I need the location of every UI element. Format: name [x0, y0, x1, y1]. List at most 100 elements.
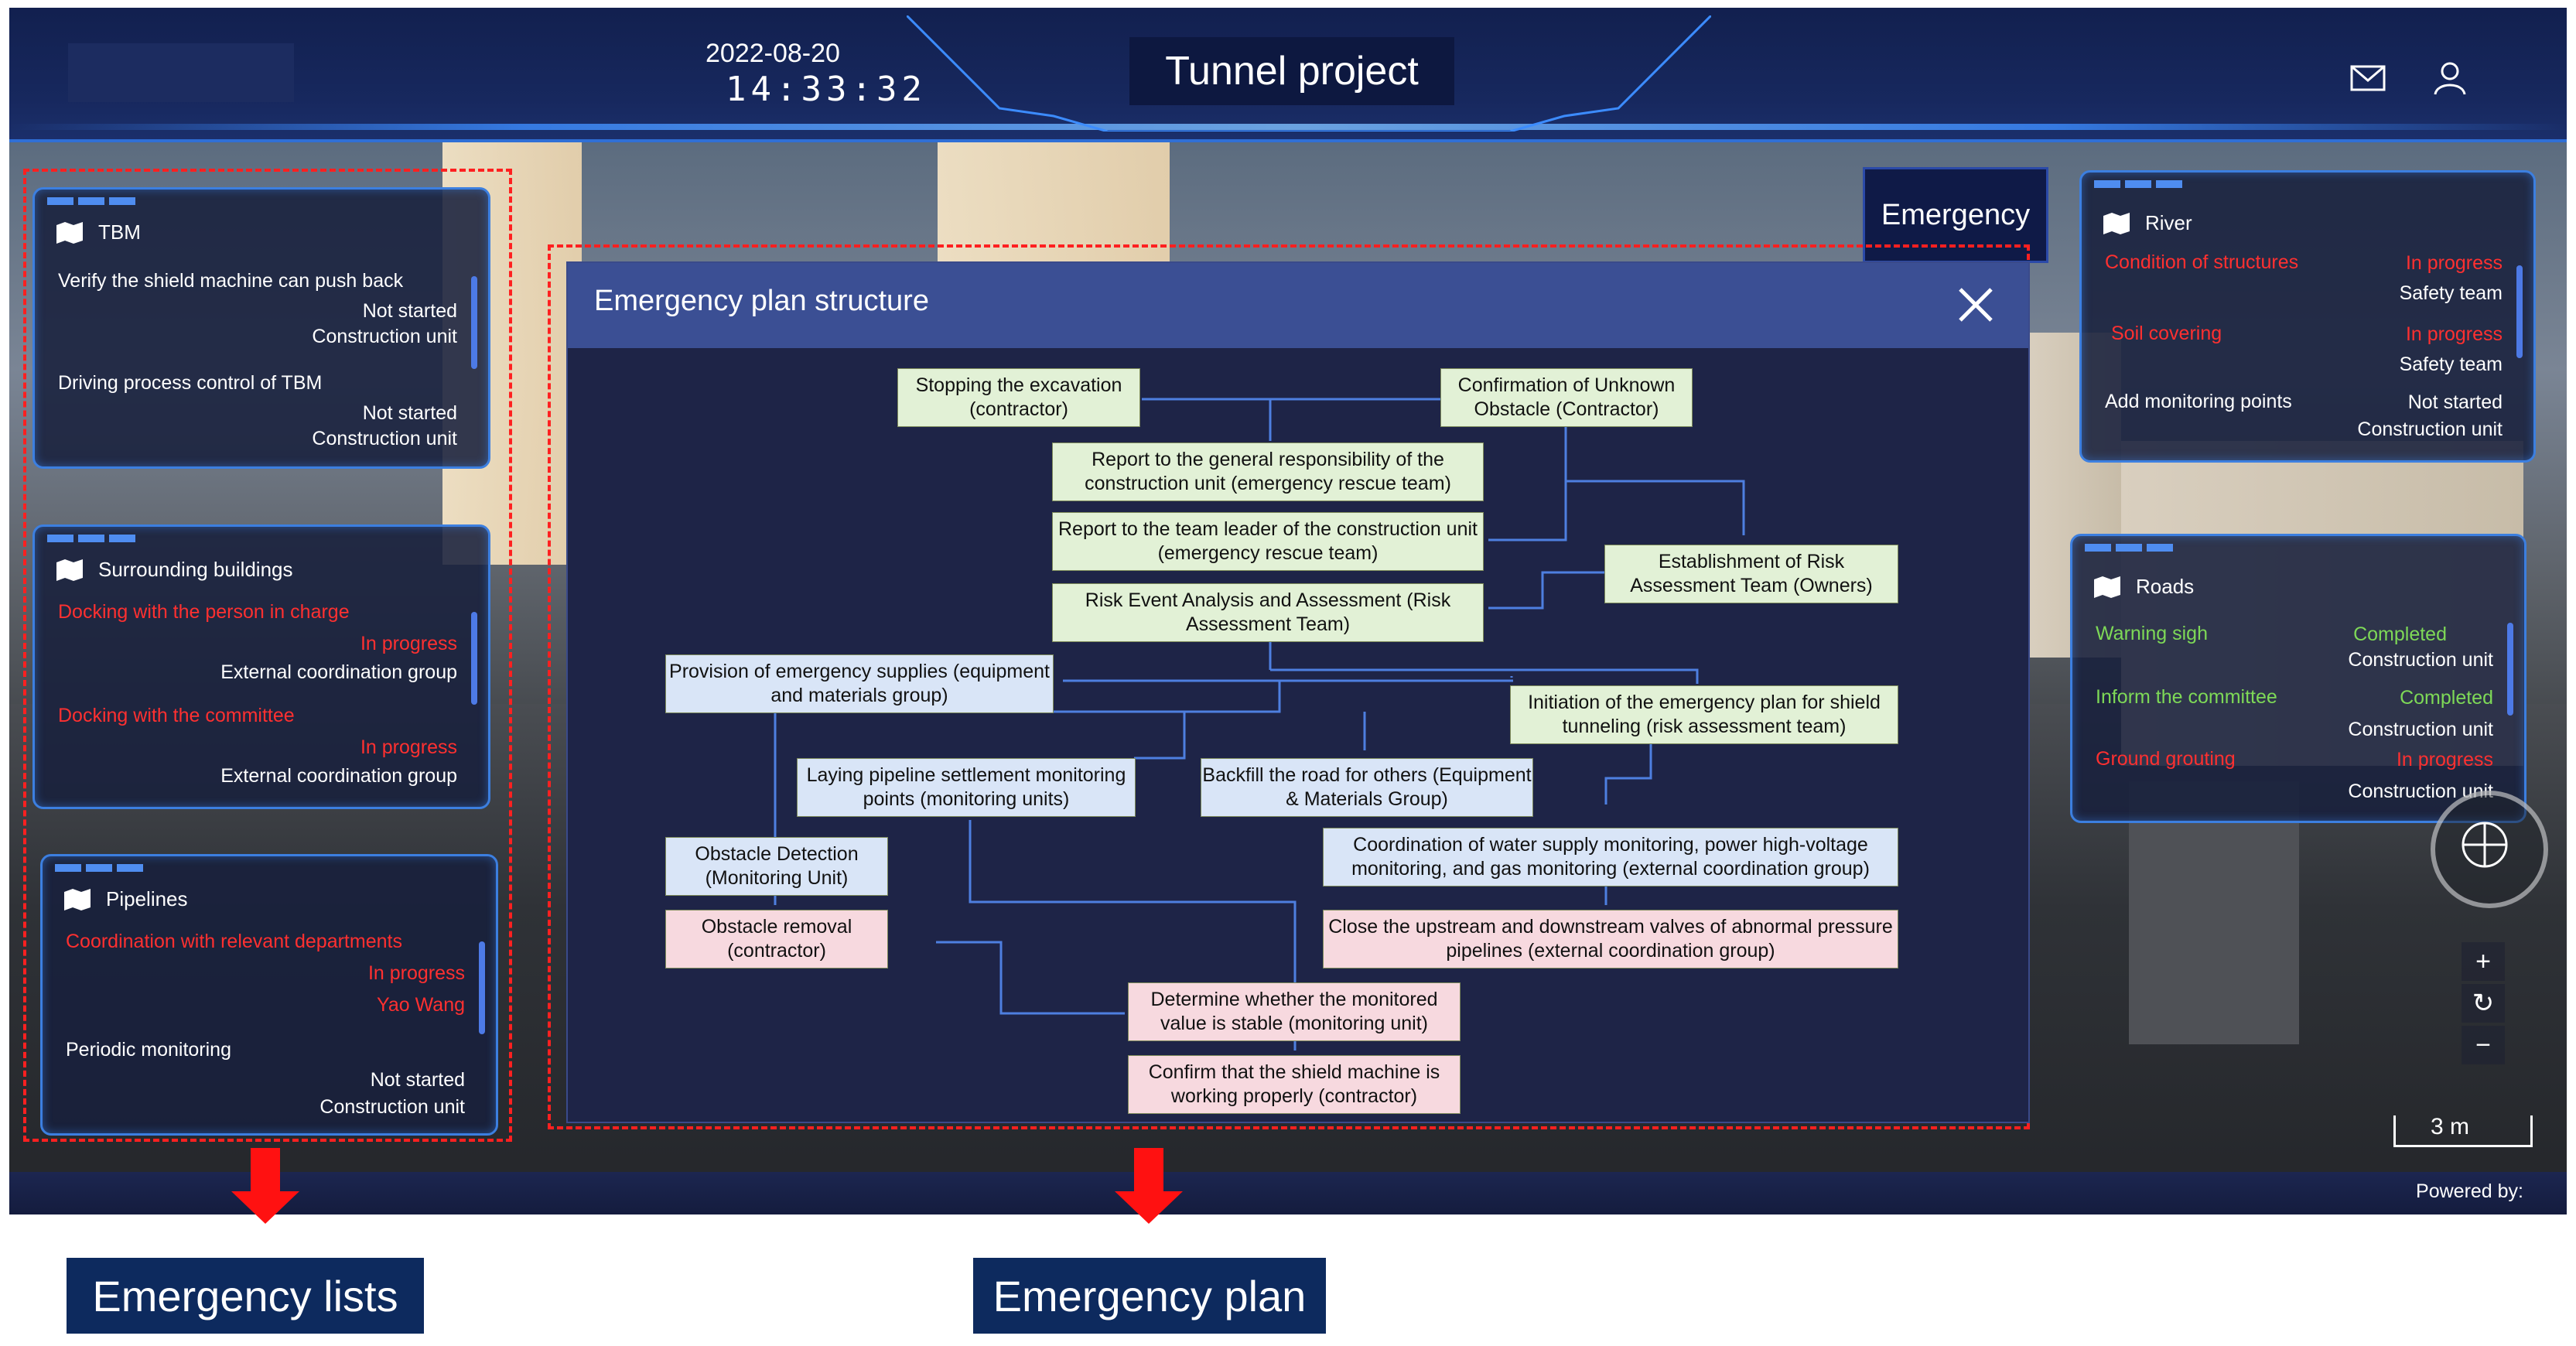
owner-label: External coordination group	[220, 661, 457, 683]
list-item[interactable]: Driving process control of TBM Not start…	[58, 372, 457, 450]
flow-box-laying: Laying pipeline settlement monitoring po…	[797, 758, 1136, 817]
panel-title: River	[2145, 211, 2192, 234]
map-icon	[64, 888, 91, 910]
header-glow	[9, 124, 2567, 130]
user-icon[interactable]	[2431, 59, 2469, 97]
flow-box-risk-team: Establishment of Risk Assessment Team (O…	[1604, 545, 1898, 603]
panel-tabs	[47, 197, 140, 205]
flow-box-detection: Obstacle Detection (Monitoring Unit)	[665, 837, 888, 896]
lists-highlight	[23, 169, 512, 1142]
logo-placeholder	[68, 43, 294, 102]
list-item[interactable]: Inform the committee Completed Construct…	[2096, 686, 2493, 741]
flow-box-backfill: Backfill the road for others (Equipment …	[1201, 758, 1533, 817]
list-item[interactable]: Add monitoring points Not started Constr…	[2105, 391, 2503, 441]
panel-title: Pipelines	[106, 887, 188, 910]
panel-title: TBM	[98, 220, 141, 244]
owner-label: Safety team	[2399, 282, 2503, 304]
owner-label: Yao Wang	[377, 994, 465, 1016]
list-item[interactable]: Warning sigh Completed Construction unit	[2096, 623, 2493, 671]
task-label: Condition of structures	[2105, 251, 2299, 273]
mail-icon[interactable]	[2349, 59, 2387, 97]
panel-tabs	[2085, 544, 2178, 552]
arrow-icon	[1134, 1148, 1163, 1193]
scale-label: 3 m	[2431, 1114, 2470, 1139]
globe-icon	[2462, 822, 2508, 868]
scrollbar[interactable]	[2507, 623, 2513, 716]
buildings-panel[interactable]: Surrounding buildings Docking with the p…	[32, 524, 490, 809]
flow-box-shield-ok: Confirm that the shield machine is worki…	[1128, 1055, 1461, 1114]
list-item[interactable]: Soil covering In progress Safety team	[2105, 323, 2503, 376]
scale-bar	[2393, 1115, 2533, 1147]
zoom-out-button[interactable]: −	[2462, 1026, 2505, 1064]
header-bar: 2022-08-20 14:33:32 Tunnel project	[9, 8, 2567, 142]
owner-label: Construction unit	[319, 1096, 465, 1118]
flow-box-coordination: Coordination of water supply monitoring,…	[1323, 828, 1898, 887]
scrollbar[interactable]	[2516, 265, 2523, 358]
task-label: Driving process control of TBM	[58, 372, 323, 394]
map-icon	[56, 559, 83, 581]
flow-box-confirm-obstacle: Confirmation of Unknown Obstacle (Contra…	[1440, 368, 1693, 427]
status-label: Completed	[2353, 623, 2447, 645]
tbm-panel[interactable]: TBM Verify the shield machine can push b…	[32, 187, 490, 469]
status-label: In progress	[360, 736, 457, 758]
panel-tabs	[55, 864, 148, 872]
flow-box-removal: Obstacle removal (contractor)	[665, 910, 888, 969]
powered-by-label: Powered by:	[2416, 1180, 2523, 1202]
list-item[interactable]: Ground grouting In progress Construction…	[2096, 748, 2493, 803]
emergency-plan-dialog: Emergency plan structure	[566, 261, 2030, 1123]
flow-box-report-general: Report to the general responsibility of …	[1052, 442, 1484, 501]
owner-label: Construction unit	[2357, 418, 2503, 440]
status-label: In progress	[2405, 323, 2503, 345]
flow-box-supplies: Provision of emergency supplies (equipme…	[665, 654, 1054, 713]
header-clock: 14:33:32	[726, 70, 927, 109]
map-icon	[2103, 212, 2130, 234]
status-label: Completed	[2400, 687, 2493, 709]
dialog-title: Emergency plan structure	[594, 285, 929, 317]
zoom-in-button[interactable]: +	[2462, 942, 2505, 981]
owner-label: Construction unit	[312, 428, 457, 449]
header-date: 2022-08-20	[705, 39, 840, 68]
roads-panel[interactable]: Roads Warning sigh Completed Constructio…	[2070, 534, 2526, 823]
pipelines-panel[interactable]: Pipelines Coordination with relevant dep…	[40, 854, 498, 1136]
scrollbar[interactable]	[471, 276, 477, 369]
list-item[interactable]: Docking with the committee In progress E…	[58, 705, 457, 787]
list-item[interactable]: Docking with the person in charge In pro…	[58, 601, 457, 684]
list-item[interactable]: Periodic monitoring Not started Construc…	[66, 1039, 465, 1119]
dialog-header: Emergency plan structure	[568, 263, 2028, 348]
page-title: Tunnel project	[1129, 37, 1454, 105]
list-item[interactable]: Coordination with relevant departments I…	[66, 931, 465, 1016]
status-label: Not started	[362, 402, 457, 424]
status-label: In progress	[360, 633, 457, 654]
task-label: Inform the committee	[2096, 686, 2277, 708]
close-icon[interactable]	[1954, 283, 1997, 326]
caption-emergency-lists: Emergency lists	[67, 1258, 424, 1334]
scrollbar[interactable]	[479, 941, 485, 1034]
panel-header: TBM	[56, 220, 141, 244]
panel-title: Surrounding buildings	[98, 558, 293, 581]
status-label: Not started	[362, 300, 457, 322]
task-label: Warning sigh	[2096, 623, 2208, 644]
owner-label: Construction unit	[2348, 649, 2493, 671]
footer-strip	[9, 1172, 2567, 1214]
owner-label: External coordination group	[220, 765, 457, 787]
status-label: Not started	[370, 1069, 465, 1091]
river-panel[interactable]: River Condition of structures In progres…	[2079, 170, 2536, 463]
scrollbar[interactable]	[471, 612, 477, 705]
list-item[interactable]: Verify the shield machine can push back …	[58, 270, 457, 348]
compass-control[interactable]	[2431, 791, 2548, 908]
app-screen: 2022-08-20 14:33:32 Tunnel project Emerg…	[9, 8, 2567, 1214]
task-label: Soil covering	[2111, 323, 2222, 344]
list-item[interactable]: Condition of structures In progress Safe…	[2105, 251, 2503, 305]
task-label: Docking with the committee	[58, 705, 295, 726]
flow-box-initiation: Initiation of the emergency plan for shi…	[1510, 685, 1898, 744]
status-label: Not started	[2407, 391, 2503, 413]
flow-box-stable: Determine whether the monitored value is…	[1128, 982, 1461, 1041]
owner-label: Construction unit	[312, 326, 457, 347]
panel-header: Surrounding buildings	[56, 558, 293, 582]
reset-view-button[interactable]: ↻	[2462, 984, 2505, 1023]
task-label: Docking with the person in charge	[58, 601, 350, 623]
task-label: Ground grouting	[2096, 748, 2236, 770]
panel-tabs	[2094, 180, 2187, 188]
flow-box-stop-excavation: Stopping the excavation (contractor)	[897, 368, 1140, 427]
status-label: In progress	[367, 962, 465, 984]
